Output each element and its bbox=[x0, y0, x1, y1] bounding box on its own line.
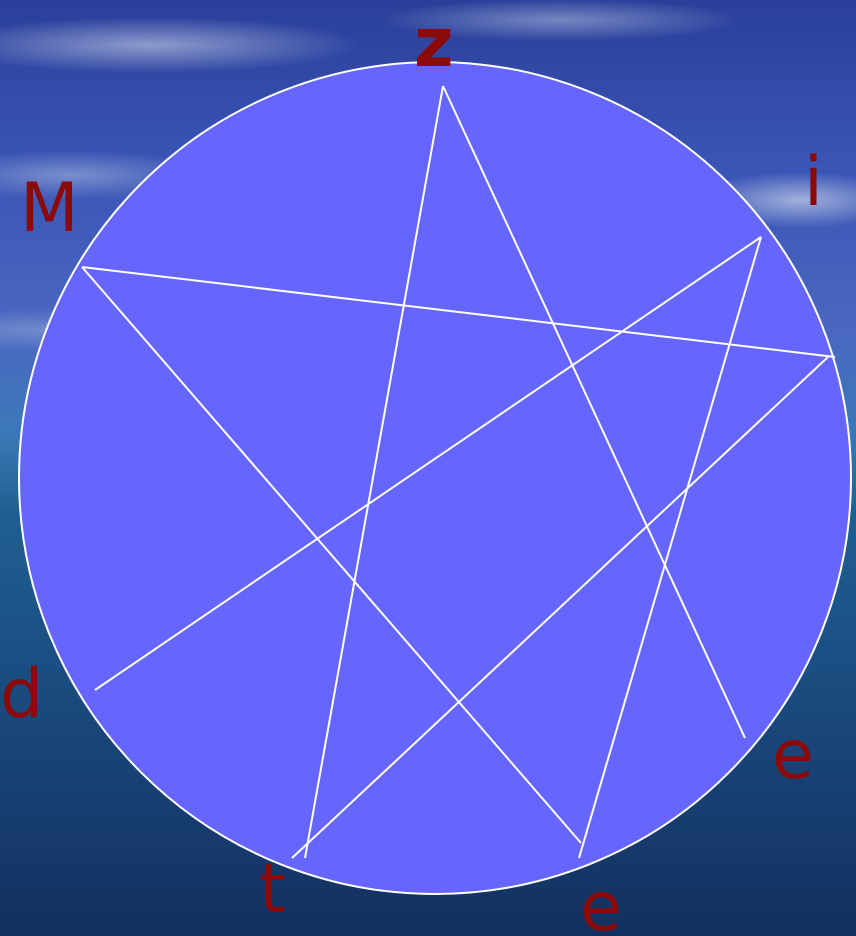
label-upper-right: i bbox=[804, 143, 823, 222]
label-top: z bbox=[414, 4, 454, 83]
label-lower-right: e bbox=[772, 716, 814, 795]
label-bottom-left: t bbox=[259, 850, 286, 929]
label-bottom-right: e bbox=[580, 868, 622, 936]
label-upper-left: M bbox=[20, 169, 79, 248]
label-left: d bbox=[0, 655, 43, 734]
circle bbox=[19, 62, 851, 894]
